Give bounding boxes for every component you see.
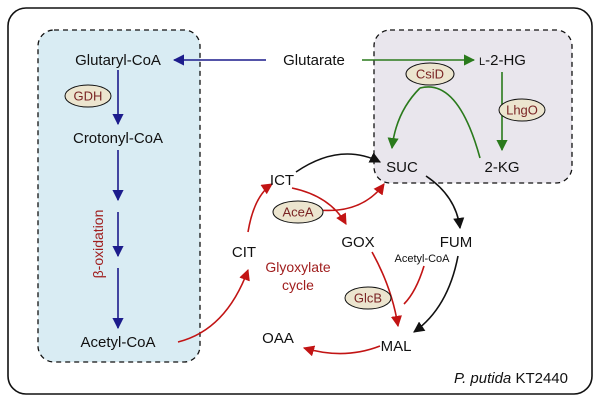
metabolite-glutarate: Glutarate — [283, 52, 345, 69]
arrow-acetyl-coa-to-cit — [177, 268, 250, 343]
beta-oxidation-box — [37, 29, 201, 363]
metabolite-glutaryl-coa: Glutaryl-CoA — [75, 52, 161, 69]
enzyme-glcb: GlcB — [344, 286, 392, 310]
metabolite-2-kg: 2-KG — [484, 159, 519, 176]
metabolite-crotonyl-coa: Crotonyl-CoA — [73, 130, 163, 147]
enzyme-gdh: GDH — [64, 84, 112, 108]
metabolite-acetyl-coa-small: Acetyl-CoA — [394, 253, 450, 265]
metabolite-oaa: OAA — [262, 330, 294, 347]
metabolite-mal: MAL — [381, 338, 412, 355]
arrow-mal-to-oaa — [302, 345, 381, 357]
arrow-acetyl-coa-into-mal — [403, 265, 425, 305]
arrow-acea-to-suc — [317, 183, 385, 212]
glyoxylate-cycle-label-line2: cycle — [282, 277, 314, 293]
enzyme-acea: AceA — [272, 200, 324, 224]
arrow-ict-to-suc — [295, 152, 382, 173]
arrow-gox-to-mal — [371, 251, 402, 328]
arrow-cit-to-ict — [247, 183, 273, 233]
svg-text:AceA: AceA — [282, 205, 313, 220]
organism-label: P. putida KT2440 — [454, 370, 568, 387]
metabolite-fum: FUM — [440, 234, 473, 251]
arrow-suc-to-fum — [425, 175, 465, 230]
metabolite-gox: GOX — [341, 234, 374, 251]
svg-text:CsiD: CsiD — [416, 67, 444, 82]
glyoxylate-cycle-label-line1: Glyoxylate — [265, 259, 331, 275]
enzyme-lhgo: LhgO — [498, 98, 546, 122]
svg-text:GlcB: GlcB — [354, 291, 382, 306]
metabolite-l-2-hg: L-2-HG — [479, 52, 526, 69]
arrow-csid-arc-from-2kg — [419, 86, 481, 159]
metabolite-suc: SUC — [386, 159, 418, 176]
metabolite-acetyl-coa: Acetyl-CoA — [80, 334, 155, 351]
metabolite-cit: CIT — [232, 244, 256, 261]
enzyme-csid: CsiD — [405, 62, 455, 86]
arrow-ict-to-gox — [291, 187, 347, 225]
svg-text:LhgO: LhgO — [506, 103, 538, 118]
beta-oxidation-label: β-oxidation — [90, 210, 106, 279]
metabolite-ict: ICT — [270, 172, 294, 189]
arrow-fum-to-mal — [413, 255, 459, 333]
arrow-csid-to-suc — [387, 87, 421, 150]
svg-text:GDH: GDH — [74, 89, 103, 104]
